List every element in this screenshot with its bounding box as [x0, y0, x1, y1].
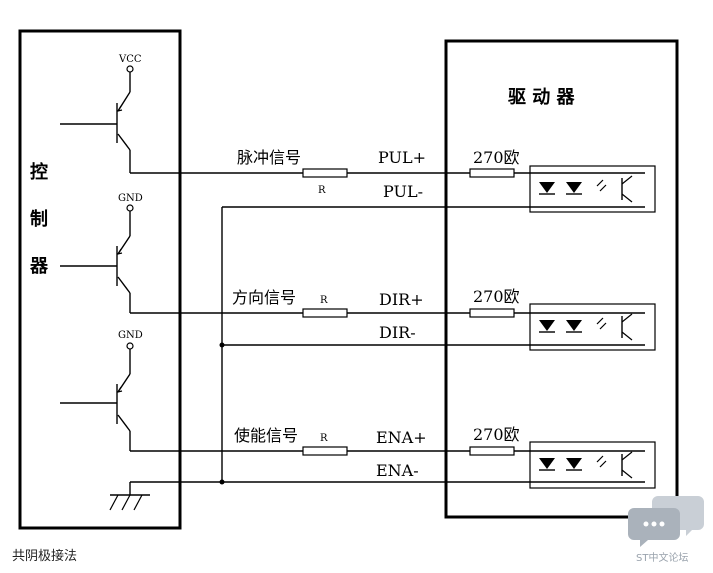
supply-label-vcc: VCC	[118, 54, 142, 65]
chat-bubble-icon	[628, 496, 704, 547]
optocoupler-icon	[529, 303, 656, 351]
watermark-text: ST中文论坛	[636, 553, 689, 564]
resistor-270	[469, 308, 515, 318]
resistor-label: R	[320, 295, 328, 306]
supply-label-gnd-2: GND	[118, 330, 143, 341]
controller-label-1: 控	[30, 161, 48, 183]
driver-title: 驱 动 器	[508, 87, 576, 108]
resistor-r	[302, 168, 348, 178]
diagram-caption: 共阴极接法	[12, 549, 78, 564]
resistor-r	[302, 308, 348, 318]
channel-pul: 脉冲信号 R PUL+ PUL- 270欧	[130, 148, 656, 213]
terminal-minus-label: PUL-	[383, 182, 423, 201]
resistor-r	[302, 446, 348, 456]
resistor-label: R	[318, 185, 326, 196]
controller-label-3: 器	[29, 256, 49, 277]
terminal-minus-label: DIR-	[379, 323, 416, 342]
terminal-plus-label: DIR+	[379, 290, 424, 309]
resistor-270	[469, 168, 515, 178]
ground-icon	[109, 482, 150, 511]
controller-box	[18, 29, 182, 530]
resistor-label: R	[320, 433, 328, 444]
signal-label: 使能信号	[234, 426, 298, 445]
signal-label: 脉冲信号	[237, 148, 301, 167]
terminal-plus-label: ENA+	[376, 428, 427, 447]
transistor-icon: GND	[60, 330, 143, 451]
transistor-icon: GND	[60, 193, 143, 313]
terminal-plus-label: PUL+	[378, 148, 426, 167]
driver-box	[444, 39, 679, 519]
signal-label: 方向信号	[232, 288, 296, 307]
supply-label-gnd-1: GND	[118, 193, 143, 204]
resistor-value-label: 270欧	[473, 425, 520, 444]
channel-ena: 使能信号 R ENA+ ENA- 270欧	[130, 425, 656, 489]
controller-label-2: 制	[30, 209, 48, 230]
terminal-minus-label: ENA-	[376, 461, 419, 480]
transistor-icon: VCC	[60, 54, 142, 173]
channel-dir: 方向信号 R DIR+ DIR- 270欧	[130, 287, 656, 351]
watermark: ST中文论坛	[600, 492, 710, 564]
resistor-value-label: 270欧	[473, 287, 520, 306]
resistor-value-label: 270欧	[473, 148, 520, 167]
resistor-270	[469, 446, 515, 456]
optocoupler-icon	[529, 165, 656, 213]
optocoupler-icon	[529, 441, 656, 489]
